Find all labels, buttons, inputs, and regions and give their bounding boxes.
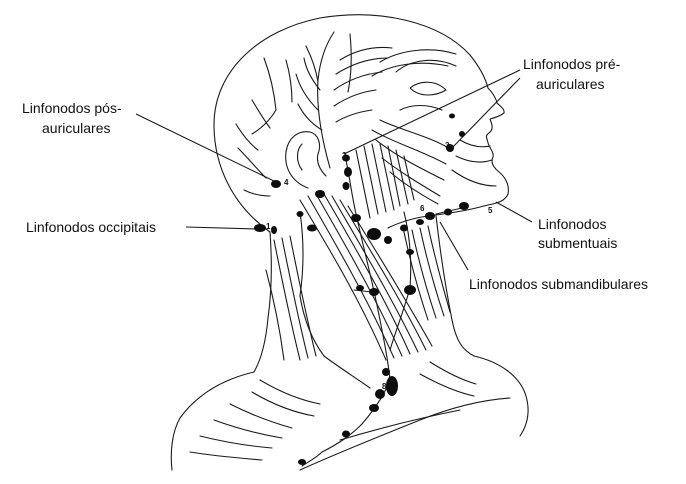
node-cervical (297, 211, 304, 217)
node-number-2: 2 (342, 151, 346, 160)
node-cervical (404, 285, 416, 295)
pointer-pre-auriculares-b (450, 78, 520, 150)
node-supraclavicular (386, 376, 398, 396)
pointer-occipitais (186, 227, 256, 229)
node-pos-auricular (315, 190, 325, 198)
node-pos-auricular (271, 180, 281, 188)
node-pre-auricular (343, 182, 350, 190)
pointer-submentuais (496, 202, 532, 222)
shoulder-right (474, 356, 528, 436)
node-facial (459, 131, 465, 137)
node-occipital (271, 226, 277, 234)
node-cervical (369, 288, 379, 296)
node-cervical (406, 249, 414, 255)
label-submandibulares: Linfonodos submandibulares (469, 276, 648, 293)
node-number-1: 1 (266, 222, 270, 231)
node-number-3: 3 (445, 141, 449, 150)
node-cervical (367, 228, 381, 240)
label-pos-auriculares-line2: auriculares (42, 120, 110, 137)
node-supraclavicular (369, 404, 379, 412)
node-number-5: 5 (488, 206, 492, 215)
node-cervical (384, 236, 392, 244)
node-submandibular (425, 212, 435, 220)
node-submental (459, 202, 469, 210)
node-submandibular (400, 225, 408, 232)
node-supraclavicular (382, 368, 390, 376)
node-pre-auricular (344, 167, 352, 177)
node-facial (449, 114, 455, 119)
neck-back (254, 232, 271, 372)
node-number-4: 4 (284, 178, 288, 187)
node-supraclavicular (342, 431, 350, 438)
node-occipital (254, 224, 266, 232)
node-submental (444, 209, 452, 216)
node-supraclavicular (298, 459, 306, 465)
node-occipital (307, 225, 317, 232)
ear-outline (286, 132, 326, 188)
eye-region (410, 82, 446, 95)
label-occipitais: Linfonodos occipitais (26, 219, 156, 236)
label-submentuais-line1: Linfonodos (538, 216, 607, 233)
node-submandibular (416, 219, 424, 225)
label-submentuais-line2: submentuais (538, 235, 617, 252)
node-number-8: 8 (382, 382, 386, 391)
label-pre-auriculares-line2: auriculares (536, 76, 604, 93)
label-pos-auriculares-line1: Linfonodos pós- (22, 100, 122, 117)
node-number-6: 6 (420, 204, 424, 213)
pointer-submandibulares (440, 222, 468, 270)
node-cervical (356, 285, 364, 291)
node-cervical (351, 214, 361, 222)
label-pre-auriculares-line1: Linfonodos pré- (523, 56, 620, 73)
